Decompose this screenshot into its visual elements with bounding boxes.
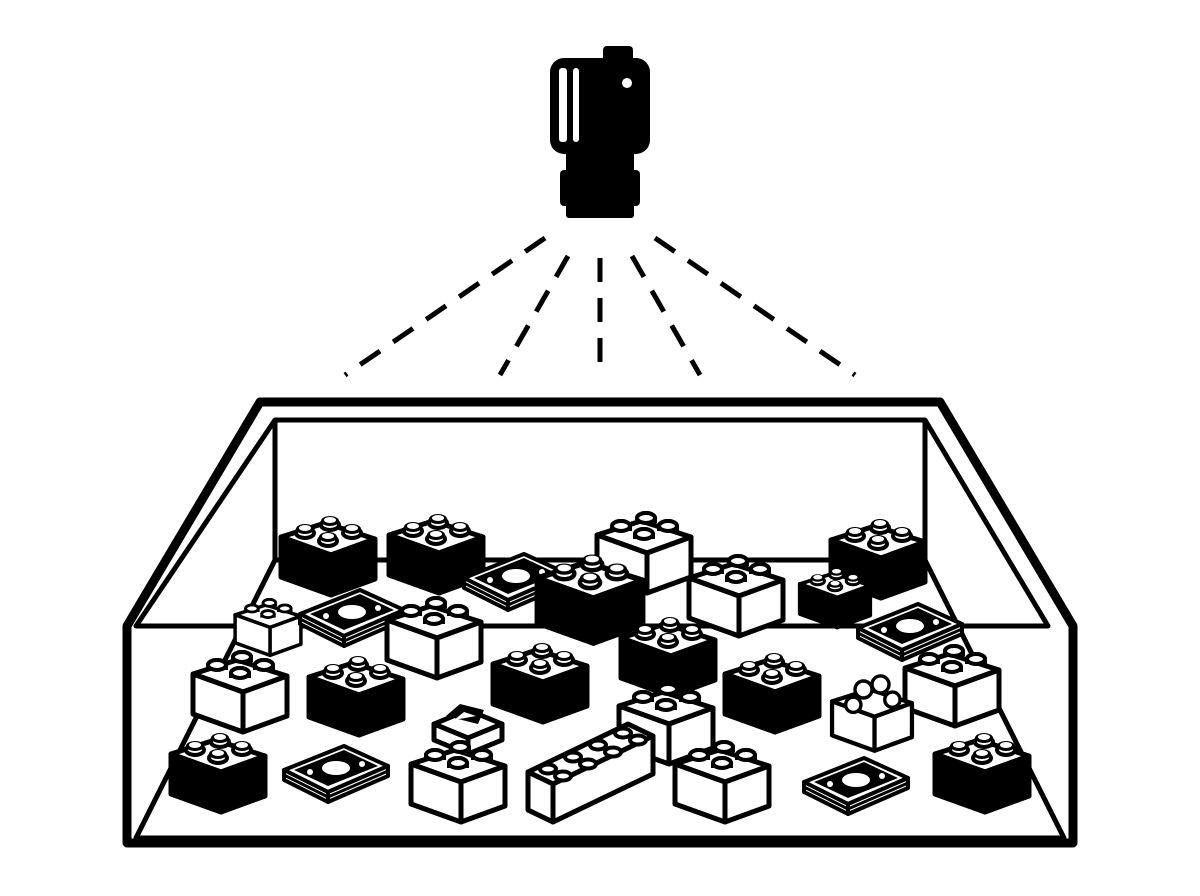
- camera-icon: [550, 46, 650, 218]
- brick-pile: [171, 513, 1029, 822]
- dashed-view-lines: [343, 235, 857, 378]
